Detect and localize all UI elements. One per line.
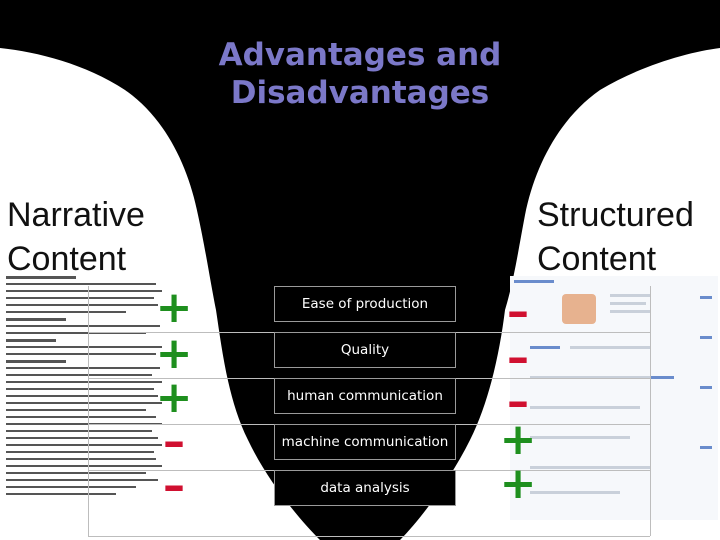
- record-link: [650, 376, 674, 379]
- criterion-data-analysis: data analysis: [274, 470, 456, 506]
- record-line: [530, 406, 640, 409]
- record-side-link: [700, 336, 712, 339]
- right-grid-line: [650, 286, 651, 536]
- structured-mark-ease: –: [507, 286, 529, 337]
- record-header-bar: [514, 280, 554, 283]
- narrative-document-thumbnail: [2, 272, 180, 504]
- record-side-link: [700, 446, 712, 449]
- left-grid-line: [88, 286, 89, 536]
- narrative-content-heading: Narrative Content: [7, 193, 145, 281]
- record-line: [530, 436, 630, 439]
- structured-heading-line-1: Structured: [537, 196, 694, 234]
- narrative-heading-line-2: Content: [7, 240, 127, 278]
- row-divider: [88, 332, 274, 333]
- record-line: [530, 466, 650, 469]
- criterion-human-communication: human communication: [274, 378, 456, 414]
- row-divider: [88, 378, 274, 379]
- structured-content-heading: Structured Content: [537, 193, 694, 281]
- title-line-2: Disadvantages: [230, 75, 490, 111]
- structured-mark-human: –: [507, 376, 529, 427]
- record-link: [530, 346, 560, 349]
- structured-mark-machine: +: [499, 414, 537, 465]
- narrative-text-lines: [6, 276, 162, 495]
- record-line: [530, 491, 620, 494]
- narrative-mark-quality: +: [155, 328, 193, 379]
- criterion-ease-of-production: Ease of production: [274, 286, 456, 322]
- title-line-1: Advantages and: [218, 37, 502, 73]
- structured-heading-line-2: Content: [537, 240, 657, 278]
- narrative-mark-ease: +: [155, 282, 193, 333]
- narrative-mark-machine: –: [163, 416, 185, 467]
- structured-record-thumbnail: [510, 276, 718, 520]
- bottom-grid-line: [88, 536, 650, 537]
- row-divider: [456, 378, 650, 379]
- narrative-heading-line-1: Narrative: [7, 196, 145, 234]
- row-divider: [456, 424, 650, 425]
- structured-mark-quality: –: [507, 332, 529, 383]
- row-divider: [456, 332, 650, 333]
- criterion-quality: Quality: [274, 332, 456, 368]
- row-divider: [88, 424, 274, 425]
- record-line: [610, 294, 650, 297]
- slide-title: Advantages and Disadvantages: [180, 36, 540, 112]
- record-line: [610, 310, 650, 313]
- narrative-mark-human: +: [155, 372, 193, 423]
- criterion-machine-communication: machine communication: [274, 424, 456, 460]
- record-side-link: [700, 296, 712, 299]
- record-line: [610, 302, 646, 305]
- record-line: [570, 346, 650, 349]
- record-side-link: [700, 386, 712, 389]
- structured-mark-analysis: +: [499, 458, 537, 509]
- row-divider: [456, 470, 650, 471]
- narrative-mark-analysis: –: [163, 460, 185, 511]
- record-line: [530, 376, 650, 379]
- row-divider: [88, 470, 274, 471]
- patient-photo: [562, 294, 596, 324]
